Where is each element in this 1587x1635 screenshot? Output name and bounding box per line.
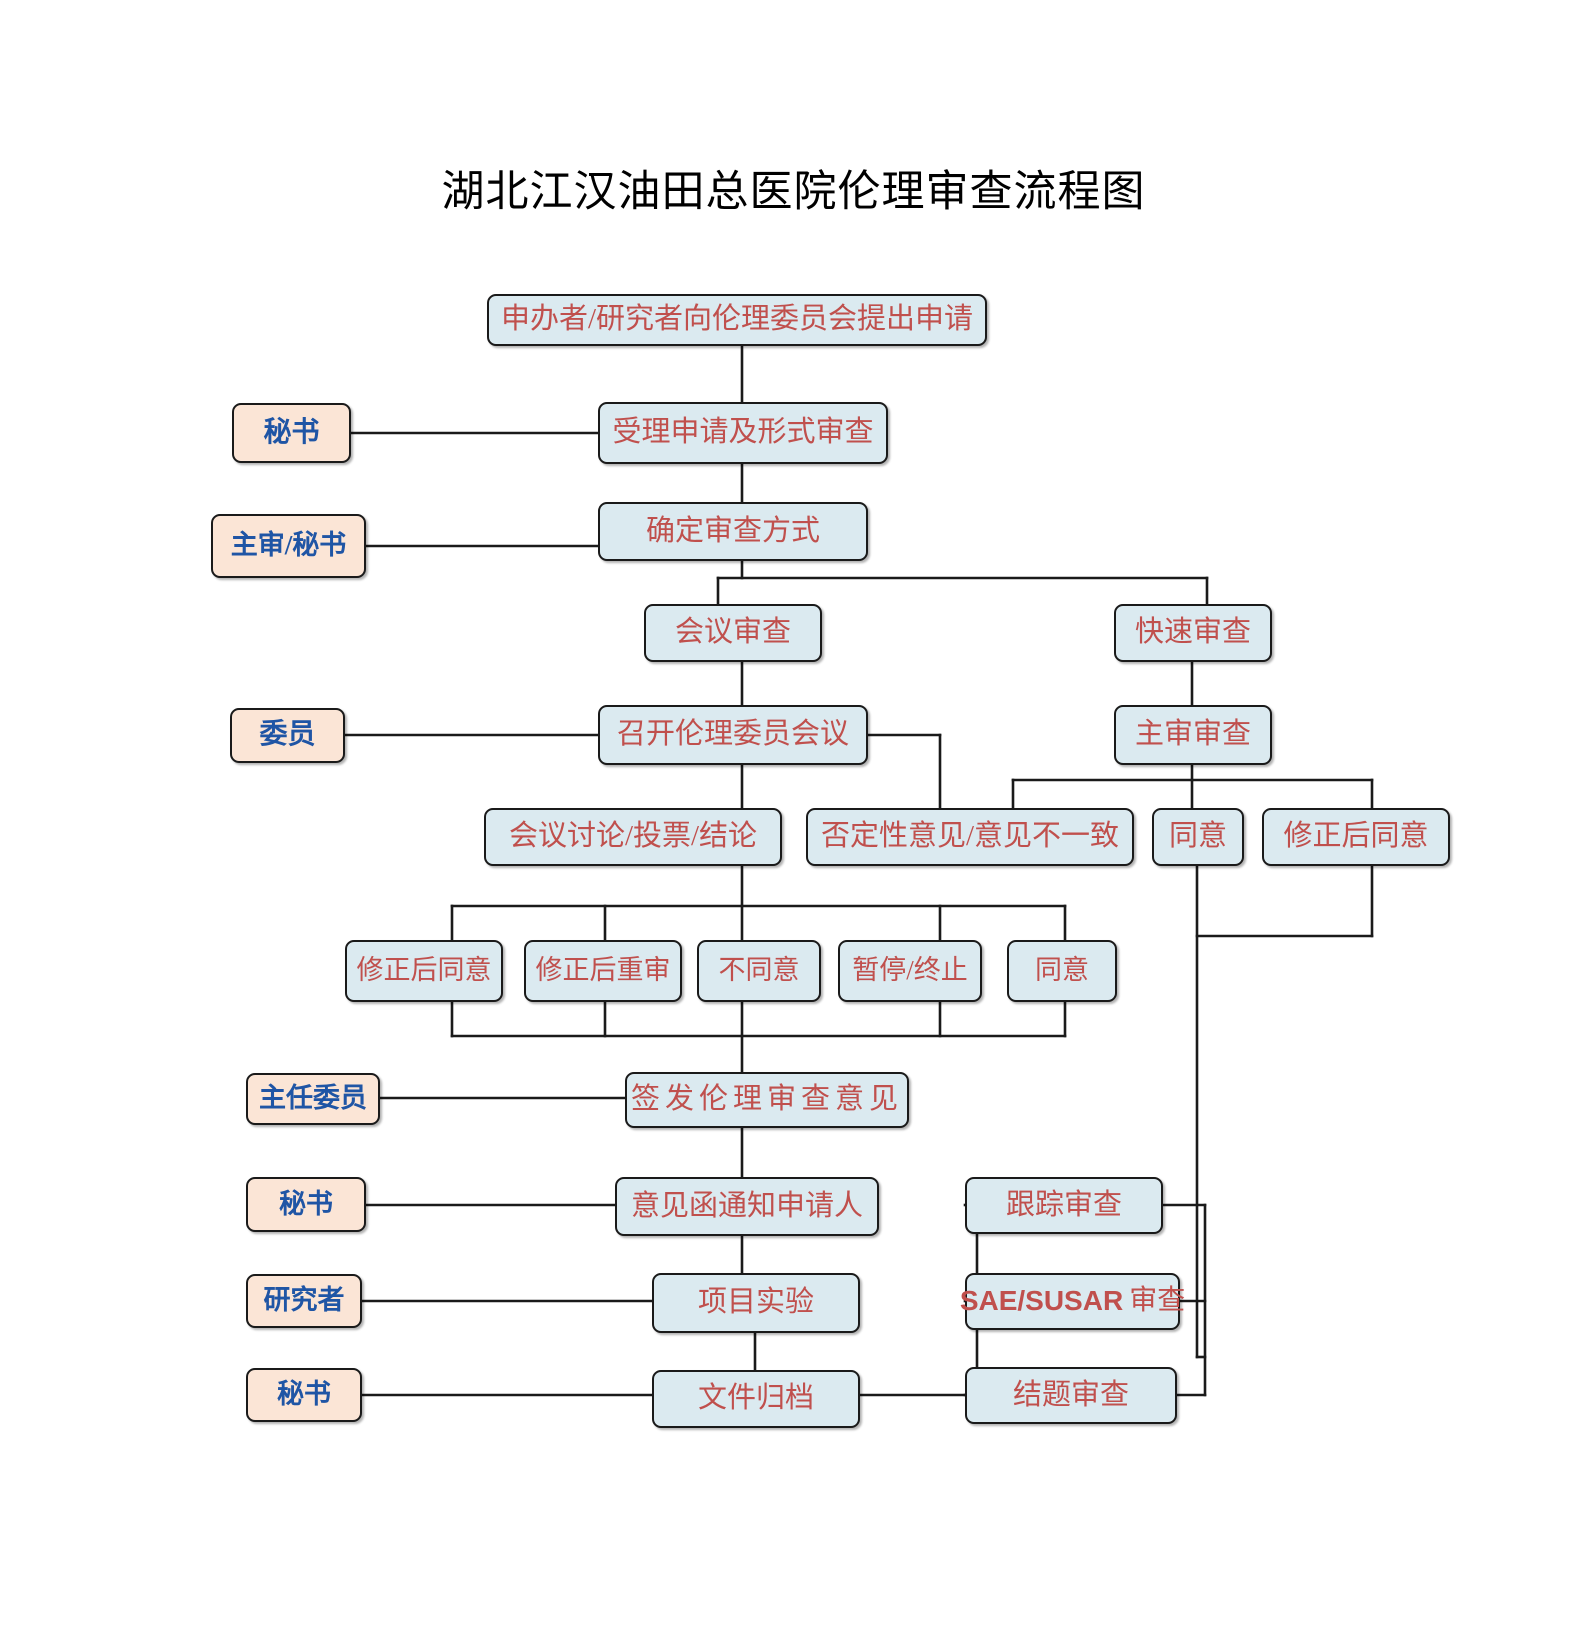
node-expedited-approve-after-revision[interactable]: 修正后同意 bbox=[1262, 808, 1450, 866]
node-accept-formal-review[interactable]: 受理申请及形式审查 bbox=[598, 402, 888, 464]
node-issue-ethics-opinion-label: 签发伦理审查意见 bbox=[630, 1083, 903, 1116]
node-determine-review-type-label: 确定审查方式 bbox=[645, 514, 820, 547]
node-file-archive[interactable]: 文件归档 bbox=[652, 1370, 860, 1428]
role-secretary-2-label: 秘书 bbox=[279, 1188, 333, 1219]
node-outcome-approve-label: 同意 bbox=[1035, 955, 1089, 986]
node-outcome-re-review-after-revision-label: 修正后重审 bbox=[535, 955, 671, 986]
node-primary-reviewer-review[interactable]: 主审审查 bbox=[1114, 705, 1272, 765]
node-expedited-review[interactable]: 快速审查 bbox=[1114, 604, 1272, 662]
node-outcome-approve-after-revision[interactable]: 修正后同意 bbox=[345, 940, 503, 1002]
role-director-member-label: 主任委员 bbox=[259, 1083, 367, 1114]
node-meeting-review[interactable]: 会议审查 bbox=[644, 604, 822, 662]
role-chair-secretary[interactable]: 主审/秘书 bbox=[211, 514, 366, 578]
role-chair-secretary-label: 主审/秘书 bbox=[230, 530, 347, 561]
role-secretary-3[interactable]: 秘书 bbox=[246, 1368, 362, 1422]
node-follow-up-review[interactable]: 跟踪审查 bbox=[965, 1177, 1163, 1234]
node-apply-label: 申办者/研究者向伦理委员会提出申请 bbox=[500, 303, 974, 336]
role-member[interactable]: 委员 bbox=[230, 708, 345, 763]
node-expedited-approve-label: 同意 bbox=[1168, 820, 1227, 853]
node-notify-applicant-letter-label: 意见函通知申请人 bbox=[630, 1189, 863, 1222]
node-sae-susar-abbrev: SAE/SUSAR bbox=[959, 1285, 1124, 1317]
node-meeting-discussion-vote-conclusion-label: 会议讨论/投票/结论 bbox=[508, 820, 758, 853]
node-notify-applicant-letter[interactable]: 意见函通知申请人 bbox=[615, 1177, 879, 1236]
node-apply[interactable]: 申办者/研究者向伦理委员会提出申请 bbox=[487, 294, 987, 346]
node-convene-committee-meeting-label: 召开伦理委员会议 bbox=[616, 718, 849, 751]
node-project-trial-label: 项目实验 bbox=[697, 1286, 814, 1319]
node-outcome-approve-after-revision-label: 修正后同意 bbox=[356, 955, 492, 986]
role-investigator-label: 研究者 bbox=[263, 1285, 345, 1316]
node-outcome-suspend-terminate-label: 暂停/终止 bbox=[852, 955, 968, 986]
role-member-label: 委员 bbox=[259, 719, 316, 751]
node-negative-or-divergent-opinion[interactable]: 否定性意见/意见不一致 bbox=[806, 808, 1134, 866]
role-secretary-3-label: 秘书 bbox=[277, 1379, 331, 1410]
node-outcome-disapprove[interactable]: 不同意 bbox=[697, 940, 821, 1002]
node-expedited-approve[interactable]: 同意 bbox=[1152, 808, 1244, 866]
node-completion-review[interactable]: 结题审查 bbox=[965, 1367, 1177, 1424]
node-outcome-suspend-terminate[interactable]: 暂停/终止 bbox=[838, 940, 982, 1002]
node-negative-or-divergent-opinion-label: 否定性意见/意见不一致 bbox=[820, 820, 1120, 853]
node-meeting-review-label: 会议审查 bbox=[674, 616, 791, 649]
page-title: 湖北江汉油田总医院伦理审查流程图 bbox=[441, 168, 1146, 216]
node-sae-susar-suffix: 审查 bbox=[1129, 1285, 1186, 1317]
node-determine-review-type[interactable]: 确定审查方式 bbox=[598, 502, 868, 561]
node-primary-reviewer-review-label: 主审审查 bbox=[1134, 718, 1251, 751]
node-file-archive-label: 文件归档 bbox=[697, 1382, 814, 1415]
node-outcome-re-review-after-revision[interactable]: 修正后重审 bbox=[524, 940, 682, 1002]
node-accept-formal-review-label: 受理申请及形式审查 bbox=[612, 416, 874, 449]
node-convene-committee-meeting[interactable]: 召开伦理委员会议 bbox=[598, 705, 868, 765]
node-project-trial[interactable]: 项目实验 bbox=[652, 1273, 860, 1333]
role-secretary-1-label: 秘书 bbox=[263, 416, 320, 448]
node-outcome-disapprove-label: 不同意 bbox=[718, 955, 800, 986]
role-investigator[interactable]: 研究者 bbox=[246, 1274, 362, 1328]
node-follow-up-review-label: 跟踪审查 bbox=[1005, 1188, 1122, 1221]
role-secretary-1[interactable]: 秘书 bbox=[232, 403, 351, 463]
node-issue-ethics-opinion[interactable]: 签发伦理审查意见 bbox=[625, 1072, 909, 1128]
node-completion-review-label: 结题审查 bbox=[1012, 1378, 1129, 1411]
node-outcome-approve[interactable]: 同意 bbox=[1007, 940, 1117, 1002]
node-expedited-review-label: 快速审查 bbox=[1134, 616, 1251, 649]
role-secretary-2[interactable]: 秘书 bbox=[246, 1177, 366, 1232]
node-meeting-discussion-vote-conclusion[interactable]: 会议讨论/投票/结论 bbox=[484, 808, 782, 866]
node-expedited-approve-after-revision-label: 修正后同意 bbox=[1283, 820, 1429, 853]
role-director-member[interactable]: 主任委员 bbox=[246, 1073, 380, 1125]
